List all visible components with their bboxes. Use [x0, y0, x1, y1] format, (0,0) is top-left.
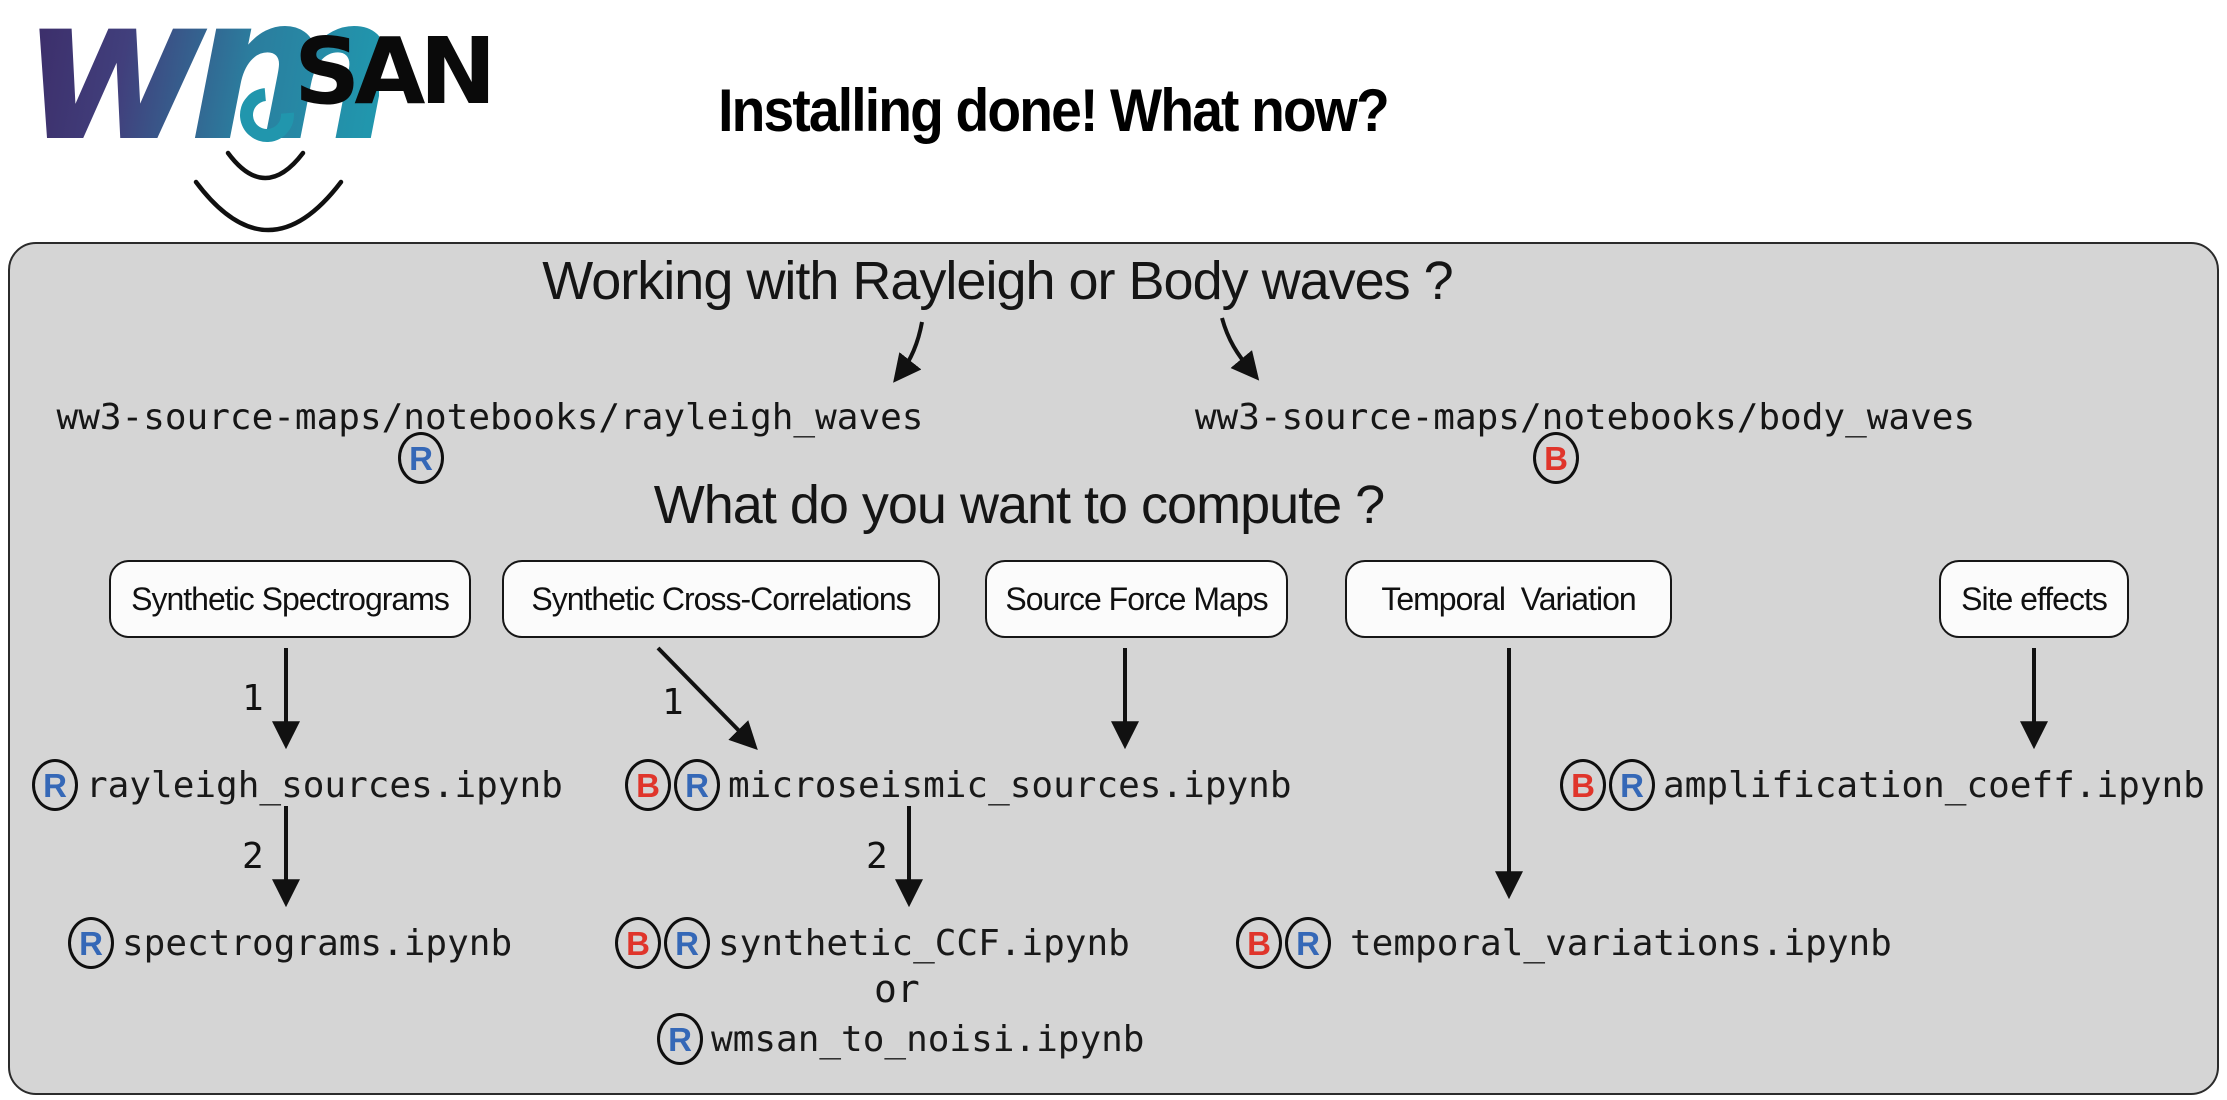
wmsan-logo: wm SAN: [22, 0, 496, 240]
notebook-filename: spectrograms.ipynb: [122, 922, 513, 964]
step-label-2: 2: [866, 836, 888, 877]
notebook-synthetic-ccf: B R synthetic_CCF.ipynb: [615, 917, 1130, 969]
body-badge: B: [1560, 759, 1606, 811]
page-title: Installing done! What now?: [718, 77, 1390, 144]
rayleigh-badge: R: [1285, 917, 1331, 969]
arrow-to-body-path: [1220, 317, 1260, 381]
or-label: or: [874, 967, 920, 1011]
notebook-amplification-coeff: B R amplification_coeff.ipynb: [1560, 759, 2205, 811]
notebook-filename: rayleigh_sources.ipynb: [86, 764, 563, 806]
notebook-filename: amplification_coeff.ipynb: [1663, 764, 2205, 806]
logo-text-wm: wm: [22, 0, 397, 170]
body-badge: B: [625, 759, 671, 811]
option-synthetic-spectrograms: Synthetic Spectrograms: [109, 560, 471, 638]
question-compute: What do you want to compute ?: [653, 475, 1385, 535]
body-badge: B: [1236, 917, 1282, 969]
option-source-force-maps: Source Force Maps: [985, 560, 1288, 638]
rayleigh-badge: R: [32, 759, 78, 811]
notebook-spectrograms: R spectrograms.ipynb: [68, 917, 512, 969]
rayleigh-badge: R: [1609, 759, 1655, 811]
arrow-to-rayleigh-path: [893, 321, 924, 383]
body-notebooks-path: ww3-source-maps/notebooks/body_waves: [1194, 397, 1976, 438]
option-temporal-variation: Temporal Variation: [1345, 560, 1672, 638]
body-badge: B: [615, 917, 661, 969]
rayleigh-badge: R: [674, 759, 720, 811]
flow-arrows: [272, 317, 2048, 908]
notebook-rayleigh-sources: R rayleigh_sources.ipynb: [32, 759, 563, 811]
rayleigh-badge: R: [657, 1013, 703, 1065]
notebook-wmsan-to-noisi: R wmsan_to_noisi.ipynb: [657, 1013, 1144, 1065]
rayleigh-badge: R: [664, 917, 710, 969]
flowchart-panel: Working with Rayleigh or Body waves ? ww…: [8, 242, 2219, 1095]
arrow-crosscorr-step1: [656, 646, 758, 751]
step-label-1: 1: [242, 678, 264, 719]
body-badge: B: [1533, 432, 1579, 484]
notebook-filename: synthetic_CCF.ipynb: [718, 922, 1130, 964]
rayleigh-badge: R: [398, 432, 444, 484]
logo-text-san: SAN: [294, 18, 496, 125]
rayleigh-badge: R: [68, 917, 114, 969]
notebook-microseismic-sources: B R microseismic_sources.ipynb: [625, 759, 1292, 811]
question-wave-type: Working with Rayleigh or Body waves ?: [542, 251, 1453, 311]
notebook-filename: wmsan_to_noisi.ipynb: [711, 1018, 1145, 1060]
notebook-filename: temporal_variations.ipynb: [1350, 922, 1892, 964]
step-label-2: 2: [242, 836, 264, 877]
option-synthetic-cross-correlations: Synthetic Cross-Correlations: [502, 560, 940, 638]
seismic-arcs-icon: [193, 150, 344, 233]
rayleigh-notebooks-path: ww3-source-maps/notebooks/rayleigh_waves: [56, 397, 924, 438]
option-site-effects: Site effects: [1939, 560, 2129, 638]
step-label-1: 1: [662, 682, 684, 723]
notebook-temporal-variations: B R temporal_variations.ipynb: [1236, 917, 1892, 969]
notebook-filename: microseismic_sources.ipynb: [728, 764, 1292, 806]
